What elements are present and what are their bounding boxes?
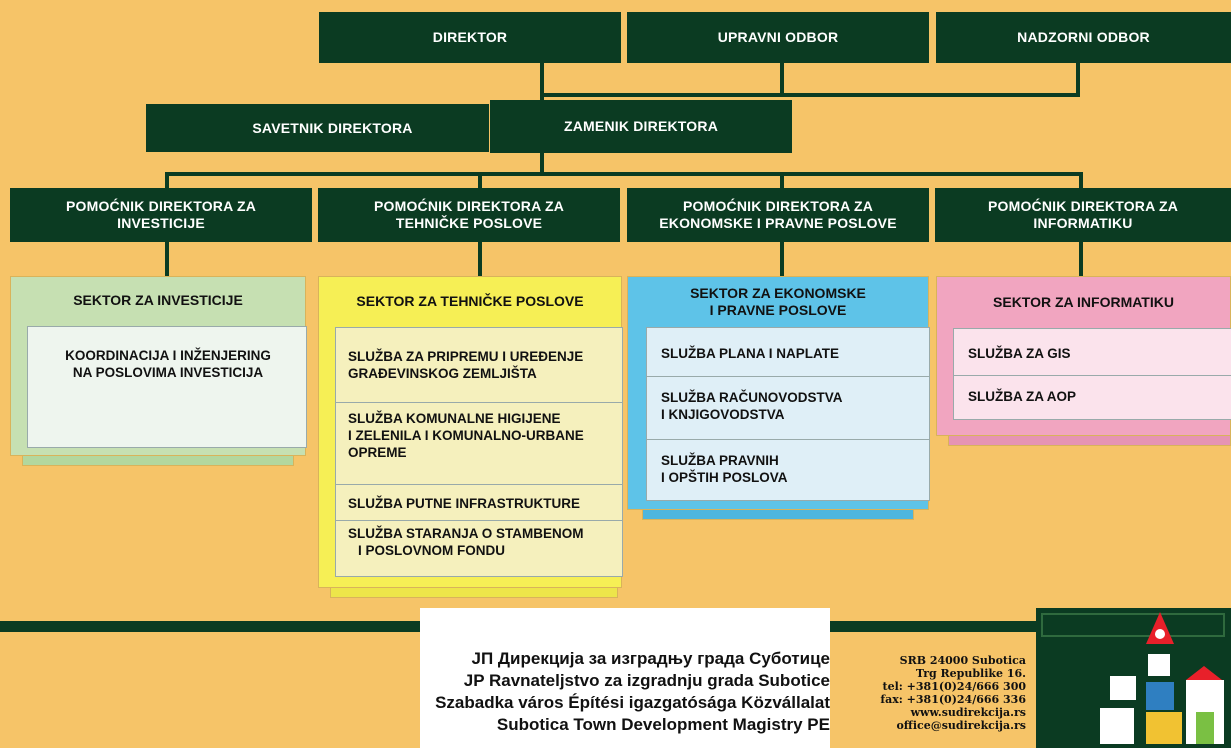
service-road-infrastructure-line1: SLUŽBA PUTNE INFRASTRUKTURE	[348, 496, 580, 511]
service-housing-fund-line1: SLUŽBA STARANJA O STAMBENOM	[348, 526, 584, 541]
supervisory-board-box: NADZORNI ODBOR	[936, 12, 1231, 63]
service-communal-hygiene-line3: OPREME	[348, 445, 407, 460]
assistant-technical-box: POMOĆNIK DIREKTORA ZA TEHNIČKE POSLOVE	[318, 188, 620, 242]
assistant-investments-line2: INVESTICIJE	[117, 215, 205, 231]
footer-name-panel: ЈП Дирекција за изградњу града Суботице …	[420, 608, 830, 748]
address-city: SRB 24000 Subotica	[899, 654, 1026, 667]
connector-assistant-3	[780, 172, 784, 188]
service-accounting: SLUŽBA RAČUNOVODSTVA I KNJIGOVODSTVA	[647, 376, 929, 439]
service-housing-fund-line2: I POSLOVNOM FONDU	[358, 543, 506, 558]
assistant-economic-line1: POMOĆNIK DIREKTORA ZA	[682, 198, 874, 214]
connector-sector-3	[780, 240, 784, 276]
connector-assistants	[165, 172, 1083, 176]
service-aop: SLUŽBA ZA AOP	[954, 375, 1231, 421]
sector-investments-services: KOORDINACIJA I INŽENJERING NA POSLOVIMA …	[27, 326, 307, 448]
connector-deputy-down	[540, 150, 544, 175]
managing-board-box: UPRAVNI ODBOR	[627, 12, 929, 63]
sector-economic-title-line1: SEKTOR ZA EKONOMSKE	[690, 285, 866, 301]
footer-name-hungarian: Szabadka város Építési igazgatósága Közv…	[435, 693, 830, 712]
service-aop-line1: SLUŽBA ZA AOP	[968, 389, 1076, 404]
footer-address: SRB 24000 Subotica Trg Republike 16. tel…	[836, 654, 1026, 732]
service-accounting-line1: SLUŽBA RAČUNOVODSTVA	[661, 390, 843, 405]
advisor-box: SAVETNIK DIREKTORA	[146, 104, 489, 152]
assistant-investments-box: POMOĆNIK DIREKTORA ZA INVESTICIJE	[10, 188, 312, 242]
connector-boards	[540, 93, 1080, 97]
sector-technical-services: SLUŽBA ZA PRIPREMU I UREĐENJE GRAĐEVINSK…	[335, 327, 623, 577]
deputy-box: ZAMENIK DIREKTORA	[490, 100, 792, 153]
assistant-technical-line1: POMOĆNIK DIREKTORA ZA	[373, 198, 565, 214]
managing-board-label: UPRAVNI ODBOR	[717, 29, 839, 45]
deputy-label: ZAMENIK DIREKTORA	[563, 118, 719, 134]
service-legal-general-line1: SLUŽBA PRAVNIH	[661, 453, 779, 468]
service-communal-hygiene-line2: I ZELENILA I KOMUNALNO-URBANE	[348, 428, 584, 443]
sector-it: SEKTOR ZA INFORMATIKU SLUŽBA ZA GIS SLUŽ…	[936, 276, 1231, 436]
address-fax: fax: +381(0)24/666 336	[880, 693, 1026, 706]
sector-economic: SEKTOR ZA EKONOMSKE I PRAVNE POSLOVE SLU…	[627, 276, 930, 510]
footer-name-english: Subotica Town Development Magistry PE	[496, 715, 830, 734]
service-road-infrastructure: SLUŽBA PUTNE INFRASTRUKTURE	[336, 484, 622, 520]
service-land-preparation-line1: SLUŽBA ZA PRIPREMU I UREĐENJE	[348, 349, 584, 364]
service-planning-billing-line1: SLUŽBA PLANA I NAPLATE	[661, 346, 839, 361]
sector-investments: SEKTOR ZA INVESTICIJE KOORDINACIJA I INŽ…	[10, 276, 307, 456]
service-legal-general: SLUŽBA PRAVNIH I OPŠTIH POSLOVA	[647, 439, 929, 502]
service-coordination-line2: NA POSLOVIMA INVESTICIJA	[72, 365, 264, 380]
assistant-economic-box: POMOĆNIK DIREKTORA ZA EKONOMSKE I PRAVNE…	[627, 188, 929, 242]
sector-it-title: SEKTOR ZA INFORMATIKU	[993, 294, 1174, 310]
company-logo	[1036, 608, 1231, 748]
service-housing-fund: SLUŽBA STARANJA O STAMBENOM I POSLOVNOM …	[336, 520, 622, 578]
connector-assistant-1	[165, 172, 169, 188]
sector-technical-title: SEKTOR ZA TEHNIČKE POSLOVE	[356, 293, 584, 309]
service-planning-billing: SLUŽBA PLANA I NAPLATE	[647, 328, 929, 376]
sector-economic-title-line2: I PRAVNE POSLOVE	[709, 302, 847, 318]
connector-sector-1	[165, 240, 169, 276]
connector-managing-board	[780, 62, 784, 95]
address-street: Trg Republike 16.	[915, 667, 1026, 680]
advisor-label: SAVETNIK DIREKTORA	[252, 119, 413, 136]
connector-sector-4	[1079, 240, 1083, 276]
address-tel: tel: +381(0)24/666 300	[882, 680, 1026, 693]
connector-director-down	[540, 62, 544, 102]
address-website: www.sudirekcija.rs	[910, 706, 1026, 719]
sector-economic-services: SLUŽBA PLANA I NAPLATE SLUŽBA RAČUNOVODS…	[646, 327, 930, 501]
footer-names: ЈП Дирекција за изградњу града Суботице …	[426, 648, 830, 736]
service-coordination-line1: KOORDINACIJA I INŽENJERING	[65, 348, 271, 363]
service-land-preparation-line2: GRAĐEVINSKOG ZEMLJIŠTA	[348, 366, 537, 381]
service-land-preparation: SLUŽBA ZA PRIPREMU I UREĐENJE GRAĐEVINSK…	[336, 328, 622, 402]
assistant-it-line2: INFORMATIKU	[1033, 215, 1133, 231]
service-communal-hygiene: SLUŽBA KOMUNALNE HIGIJENE I ZELENILA I K…	[336, 402, 622, 484]
building-blocks-logo-icon	[1036, 608, 1231, 748]
footer-name-cyrillic: ЈП Дирекција за изградњу града Суботице	[471, 649, 830, 668]
sector-investments-title: SEKTOR ZA INVESTICIJE	[73, 292, 243, 308]
service-gis-line1: SLUŽBA ZA GIS	[968, 346, 1071, 361]
connector-supervisory-board	[1076, 62, 1080, 95]
sector-it-services: SLUŽBA ZA GIS SLUŽBA ZA AOP	[953, 328, 1231, 420]
assistant-technical-line2: TEHNIČKE POSLOVE	[395, 215, 543, 231]
assistant-investments-line1: POMOĆNIK DIREKTORA ZA	[65, 198, 257, 214]
service-legal-general-line2: I OPŠTIH POSLOVA	[661, 470, 788, 485]
supervisory-board-label: NADZORNI ODBOR	[1017, 29, 1150, 45]
sector-technical: SEKTOR ZA TEHNIČKE POSLOVE SLUŽBA ZA PRI…	[318, 276, 623, 588]
service-gis: SLUŽBA ZA GIS	[954, 329, 1231, 375]
service-communal-hygiene-line1: SLUŽBA KOMUNALNE HIGIJENE	[348, 411, 561, 426]
connector-assistant-4	[1079, 172, 1083, 188]
sector-economic-title: SEKTOR ZA EKONOMSKE I PRAVNE POSLOVE	[628, 285, 928, 319]
director-box: DIREKTOR	[319, 12, 621, 63]
connector-assistant-2	[478, 172, 482, 188]
service-accounting-line2: I KNJIGOVODSTVA	[661, 407, 785, 422]
footer-name-serbian: JP Ravnateljstvo za izgradnju grada Subo…	[463, 671, 830, 690]
service-coordination: KOORDINACIJA I INŽENJERING NA POSLOVIMA …	[28, 347, 308, 381]
connector-sector-2	[478, 240, 482, 276]
address-email: office@sudirekcija.rs	[896, 719, 1026, 732]
assistant-it-line1: POMOĆNIK DIREKTORA ZA	[987, 198, 1179, 214]
assistant-economic-line2: EKONOMSKE I PRAVNE POSLOVE	[659, 215, 897, 231]
director-label: DIREKTOR	[432, 29, 508, 45]
assistant-it-box: POMOĆNIK DIREKTORA ZA INFORMATIKU	[935, 188, 1231, 242]
